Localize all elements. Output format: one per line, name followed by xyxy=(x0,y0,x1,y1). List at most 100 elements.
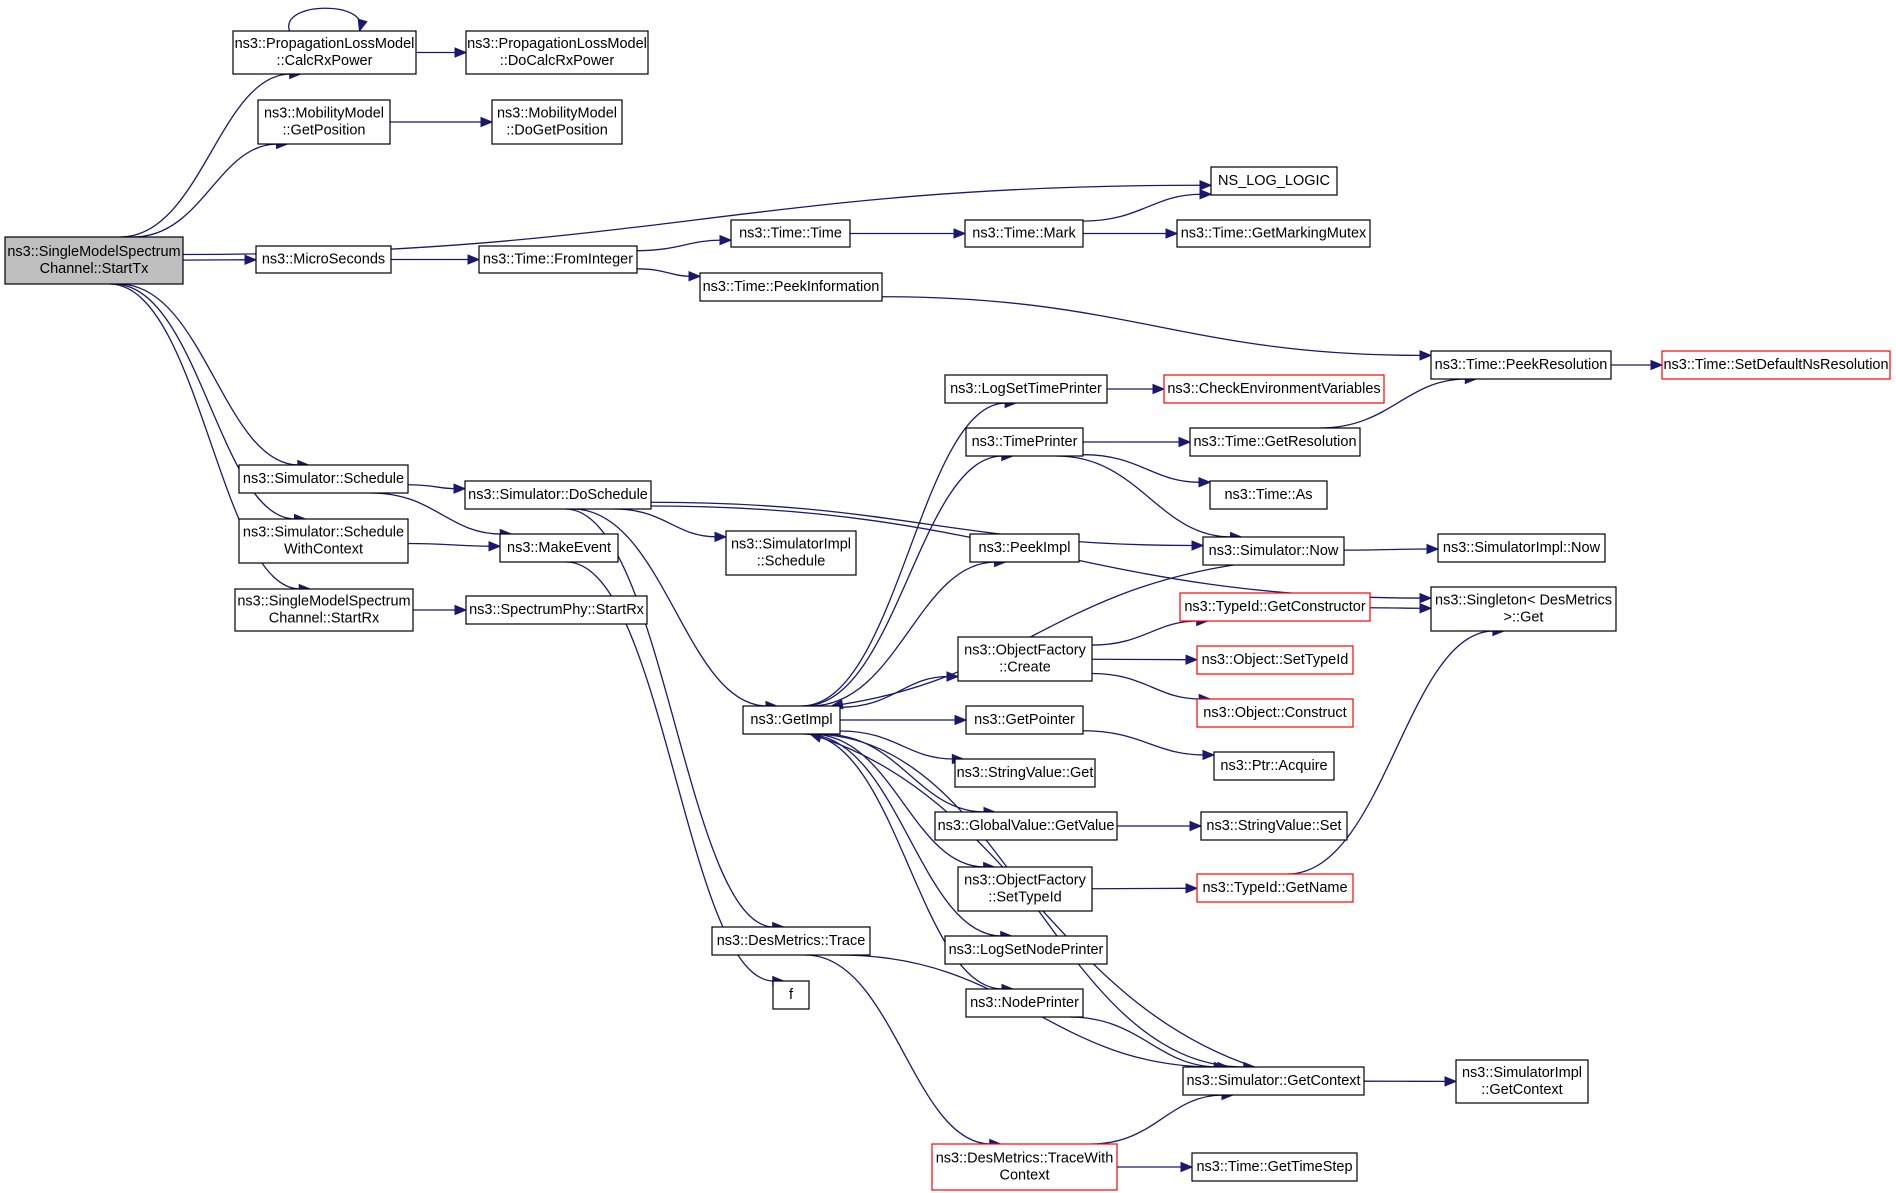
node-box xyxy=(1202,536,1345,566)
node-label: Channel::StartTx xyxy=(40,261,150,277)
node-label: ns3::MicroSeconds xyxy=(262,252,385,268)
node-box xyxy=(1179,592,1371,622)
edge-line xyxy=(810,733,985,868)
edge-factory-create-to-set-type-id-obj xyxy=(1091,654,1199,665)
node-calc-rx[interactable]: ns3::PropagationLossModel::CalcRxPower xyxy=(232,30,417,75)
node-set-type-id-obj[interactable]: ns3::Object::SetTypeId xyxy=(1196,645,1354,675)
edge-arrowhead xyxy=(357,18,368,33)
node-get-context[interactable]: ns3::Simulator::GetContext xyxy=(1182,1066,1365,1096)
node-label: ns3::PeekImpl xyxy=(979,540,1071,556)
edge-arrowhead xyxy=(1152,383,1166,395)
node-label: ns3::SpectrumPhy::StartRx xyxy=(469,602,645,618)
edge-line xyxy=(566,561,774,982)
node-impl-now[interactable]: ns3::SimulatorImpl::Now xyxy=(1437,533,1606,563)
node-box xyxy=(478,245,638,274)
node-micro-seconds[interactable]: ns3::MicroSeconds xyxy=(255,245,392,274)
node-make-event[interactable]: ns3::MakeEvent xyxy=(499,533,619,563)
node-label: ns3::Object::SetTypeId xyxy=(1202,652,1349,668)
node-time-as[interactable]: ns3::Time::As xyxy=(1209,480,1328,510)
node-do-calc-rx[interactable]: ns3::PropagationLossModel::DoCalcRxPower xyxy=(465,30,649,75)
edge-arrowhead xyxy=(953,228,967,239)
node-phy-start-rx[interactable]: ns3::SpectrumPhy::StartRx xyxy=(465,595,648,625)
node-f-node[interactable]: f xyxy=(772,980,810,1010)
node-get-resolution[interactable]: ns3::Time::GetResolution xyxy=(1189,427,1361,457)
node-impl-get-context[interactable]: ns3::SimulatorImpl::GetContext xyxy=(1455,1059,1589,1104)
edge-from-integer-to-peek-information xyxy=(636,268,702,282)
node-box xyxy=(699,272,883,302)
edge-trace-with-context-to-get-time-step xyxy=(1117,1161,1194,1173)
node-label: ns3::Time::Mark xyxy=(972,226,1076,242)
node-node-printer[interactable]: ns3::NodePrinter xyxy=(965,988,1084,1018)
node-set-default-ns-res[interactable]: ns3::Time::SetDefaultNsResolution xyxy=(1661,350,1891,380)
node-time-printer[interactable]: ns3::TimePrinter xyxy=(965,427,1084,457)
node-peek-resolution[interactable]: ns3::Time::PeekResolution xyxy=(1430,350,1612,380)
edge-start-rx-to-phy-start-rx xyxy=(413,604,468,616)
node-get-pointer[interactable]: ns3::GetPointer xyxy=(965,705,1084,735)
edge-line xyxy=(636,239,722,252)
node-time-mark[interactable]: ns3::Time::Mark xyxy=(964,219,1084,248)
node-do-get-position[interactable]: ns3::MobilityModel::DoGetPosition xyxy=(491,99,623,145)
node-box xyxy=(1196,698,1354,728)
edge-arrowhead xyxy=(1185,654,1199,665)
node-singleton-get[interactable]: ns3::Singleton< DesMetrics>::Get xyxy=(1430,586,1617,632)
node-label: ns3::GetPointer xyxy=(974,712,1075,728)
edge-arrowhead xyxy=(1199,188,1213,200)
node-impl-schedule[interactable]: ns3::SimulatorImpl::Schedule xyxy=(725,530,857,576)
edge-line xyxy=(803,733,1003,990)
node-box xyxy=(1661,350,1891,380)
edge-line xyxy=(839,730,954,760)
node-ns-log-logic[interactable]: NS_LOG_LOGIC xyxy=(1210,166,1338,196)
node-sim-now[interactable]: ns3::Simulator::Now xyxy=(1202,536,1345,566)
node-ptr-acquire[interactable]: ns3::Ptr::Acquire xyxy=(1213,751,1335,781)
node-factory-set-type-id[interactable]: ns3::ObjectFactory::SetTypeId xyxy=(957,866,1093,912)
node-peek-information[interactable]: ns3::Time::PeekInformation xyxy=(699,272,883,302)
node-des-trace[interactable]: ns3::DesMetrics::Trace xyxy=(711,926,871,956)
node-box xyxy=(1430,350,1612,380)
node-box xyxy=(957,636,1093,682)
edge-line xyxy=(407,484,456,490)
node-get-impl[interactable]: ns3::GetImpl xyxy=(742,705,841,735)
edge-node-printer-to-get-context xyxy=(1069,1016,1231,1073)
edge-start-tx-to-calc-rx xyxy=(120,68,302,238)
node-log-set-time-printer[interactable]: ns3::LogSetTimePrinter xyxy=(944,374,1108,404)
node-get-time-step[interactable]: ns3::Time::GetTimeStep xyxy=(1191,1152,1358,1182)
node-label: ns3::ObjectFactory xyxy=(964,873,1086,889)
edge-arrowhead xyxy=(1199,179,1213,191)
edge-line xyxy=(407,542,491,547)
node-from-integer[interactable]: ns3::Time::FromInteger xyxy=(478,245,638,274)
node-str-value-set[interactable]: ns3::StringValue::Set xyxy=(1200,811,1348,841)
edge-arrowhead xyxy=(454,47,468,58)
node-construct[interactable]: ns3::Object::Construct xyxy=(1196,698,1354,728)
node-time-time[interactable]: ns3::Time::Time xyxy=(730,219,851,248)
node-label: ns3::SingleModelSpectrum xyxy=(7,244,180,260)
node-box xyxy=(1196,873,1354,903)
node-label: ::SetTypeId xyxy=(988,890,1061,906)
edge-arrowhead xyxy=(1180,1161,1194,1173)
edge-line xyxy=(1082,193,1202,222)
node-peek-impl[interactable]: ns3::PeekImpl xyxy=(969,533,1080,563)
node-box xyxy=(1191,1152,1358,1182)
node-get-constructor[interactable]: ns3::TypeId::GetConstructor xyxy=(1179,592,1371,622)
node-get-position[interactable]: ns3::MobilityModel::GetPosition xyxy=(257,99,391,145)
edge-do-schedule-to-impl-schedule xyxy=(614,508,728,543)
node-factory-create[interactable]: ns3::ObjectFactory::Create xyxy=(957,636,1093,682)
edge-line xyxy=(133,143,278,238)
node-box xyxy=(944,935,1108,965)
node-get-marking-mutex[interactable]: ns3::Time::GetMarkingMutex xyxy=(1176,219,1371,248)
node-check-env-vars[interactable]: ns3::CheckEnvironmentVariables xyxy=(1163,374,1385,404)
node-box xyxy=(1209,480,1328,510)
edge-line xyxy=(881,296,1422,357)
node-log-set-node-printer[interactable]: ns3::LogSetNodePrinter xyxy=(944,935,1108,965)
edge-line xyxy=(841,564,1234,706)
node-str-value-get[interactable]: ns3::StringValue::Get xyxy=(954,758,1096,788)
edge-arrowhead xyxy=(1178,436,1192,448)
node-type-id-get-name[interactable]: ns3::TypeId::GetName xyxy=(1196,873,1354,903)
edge-arrowhead xyxy=(719,234,733,246)
node-schedule[interactable]: ns3::Simulator::Schedule xyxy=(238,464,409,494)
node-do-schedule[interactable]: ns3::Simulator::DoSchedule xyxy=(464,480,652,510)
node-global-get-value[interactable]: ns3::GlobalValue::GetValue xyxy=(934,811,1118,841)
